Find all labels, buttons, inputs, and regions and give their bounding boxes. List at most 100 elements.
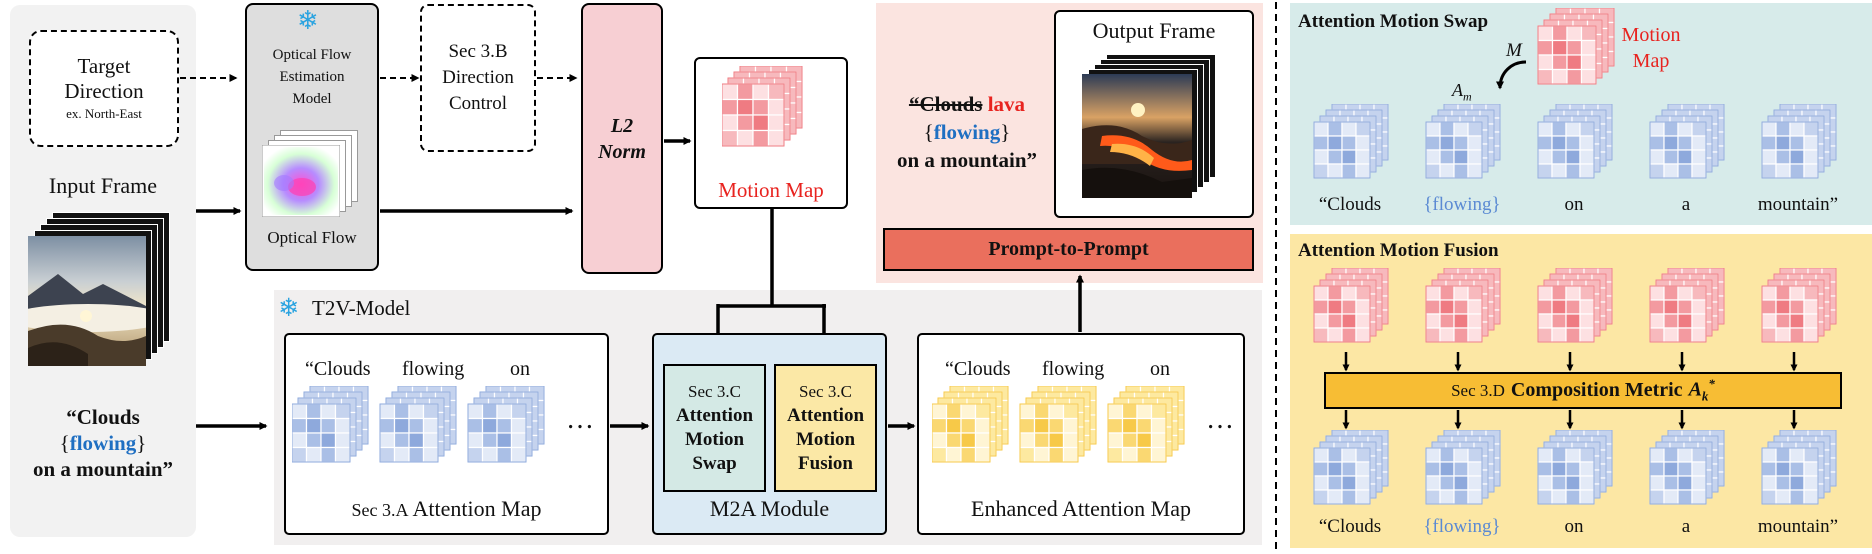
optical-flow-model-line2: Estimation (279, 69, 345, 85)
enhanced-map-grid-1 (1019, 386, 1097, 463)
m2a-swap-line1: Sec 3.C (688, 382, 741, 401)
fusion-motion-grid-1 (1425, 268, 1501, 343)
m2a-swap-line4: Swap (692, 453, 737, 474)
swap-m-symbol: M (1506, 40, 1522, 61)
enhanced-token-2: on (1150, 358, 1170, 380)
motion-map-grid (722, 66, 803, 147)
optical-flow-model-line1: Optical Flow (272, 47, 352, 63)
fusion-attention-grid-0 (1313, 430, 1389, 505)
optical-flow-image (262, 145, 340, 217)
swap-panel-title: Attention Motion Swap (1298, 11, 1489, 32)
input-frame-label: Input Frame (48, 173, 158, 198)
m2a-fusion-line3: Motion (795, 429, 856, 450)
direction-control-line1: Sec 3.B (448, 41, 508, 62)
swap-motion-map-line1: Motion (1621, 24, 1681, 46)
m2a-fusion-line1: Sec 3.C (799, 382, 852, 401)
swap-motion-map-line2: Map (1632, 50, 1670, 72)
m2a-label: M2A Module (709, 496, 830, 521)
output-prompt: “Clouds lava {flowing} on a mountain” (880, 90, 1054, 174)
direction-control-line3: Control (448, 93, 508, 114)
target-direction-line2: Direction (64, 78, 144, 103)
enhanced-ellipsis: … (1206, 404, 1234, 435)
input-frame-image (28, 236, 146, 366)
swap-attention-maps (1313, 104, 1837, 179)
input-frame-stack (28, 212, 178, 372)
fusion-token-0: “Clouds (1318, 516, 1382, 537)
swap-token-3: a (1681, 194, 1691, 215)
t2v-snowflake-icon: ❄ (278, 293, 299, 322)
target-direction-example: ex. North-East (66, 105, 142, 121)
composition-metric-label: Composition Metric (1510, 379, 1683, 401)
swap-attention-grid-0 (1313, 104, 1389, 179)
m2a-swap-box: Sec 3.C Attention Motion Swap (663, 364, 766, 492)
snowflake-icon: ❄ (297, 6, 319, 36)
motion-map-label: Motion Map (718, 178, 824, 202)
swap-motion-map-grid (1537, 8, 1615, 85)
l2-norm-box: L2 Norm (581, 3, 663, 274)
fusion-motion-grid-2 (1537, 268, 1613, 343)
swap-motion-map-icon (1537, 8, 1615, 85)
input-prompt-line3: on a mountain” (32, 457, 174, 481)
m2a-fusion-line4: Fusion (798, 453, 853, 474)
prompt-to-prompt-button[interactable]: Prompt-to-Prompt (883, 228, 1254, 271)
m2a-fusion-line2: Attention (786, 405, 865, 426)
direction-control-box: Sec 3.B Direction Control (420, 4, 536, 152)
enhanced-map-grid-2 (1107, 386, 1185, 463)
input-prompt-line2: {flowing} (0, 430, 206, 456)
attention-map-label: Sec 3.A Attention Map (284, 496, 609, 522)
l2-norm-line1: L2 (610, 114, 634, 137)
enhanced-token-1: flowing (1042, 358, 1105, 380)
output-frame-title: Output Frame (1092, 18, 1216, 43)
input-prompt-line1: “Clouds (66, 405, 140, 429)
attention-map-grid-0 (292, 386, 369, 463)
swap-attention-grid-4 (1761, 104, 1837, 179)
swap-attention-grid-2 (1537, 104, 1613, 179)
swap-am-sub: m (1463, 89, 1472, 104)
attention-map-text: Attention Map (412, 496, 542, 521)
optical-flow-label: Optical Flow (267, 228, 357, 247)
composition-metric-bar: Sec 3.D Composition Metric Ak* (1324, 372, 1842, 409)
attention-map-grid-1 (379, 386, 457, 463)
input-prompt-open-brace: { (59, 431, 70, 455)
swap-token-4: mountain” (1757, 194, 1839, 215)
output-prompt-line3: on a mountain” (896, 148, 1038, 172)
swap-token-0: “Clouds (1318, 194, 1382, 215)
fusion-attention-grid-3 (1649, 430, 1725, 505)
input-prompt-flowing: flowing (69, 431, 137, 455)
swap-token-2: on (1564, 194, 1584, 215)
attention-ellipsis: … (566, 404, 594, 435)
fusion-panel-title: Attention Motion Fusion (1298, 240, 1499, 261)
input-prompt-close-brace: } (136, 431, 147, 455)
output-prompt-line2: {flowing} (880, 118, 1054, 146)
attention-token-2: on (510, 358, 530, 380)
m2a-swap-line2: Attention (675, 405, 754, 426)
fusion-motion-maps (1313, 268, 1837, 343)
attention-maps (292, 386, 545, 463)
composition-metric-sec: Sec 3.D (1451, 380, 1505, 400)
curved-arrow-icon (1496, 60, 1527, 90)
fusion-motion-grid-3 (1649, 268, 1725, 343)
composition-metric-symbol-base: A (1688, 378, 1702, 401)
m2a-fusion-box: Sec 3.C Attention Motion Fusion (774, 364, 877, 492)
composition-metric-symbol-sub: k (1701, 388, 1709, 404)
output-prompt-open-brace: { (923, 120, 934, 144)
target-direction-box: Target Direction ex. North-East (29, 30, 179, 147)
m2a-swap-line3: Motion (684, 429, 745, 450)
fusion-token-1: {flowing} (1423, 516, 1501, 537)
motion-map-icon (722, 66, 803, 147)
fusion-attention-maps (1313, 430, 1837, 505)
swap-am-symbol: Am (1452, 80, 1472, 105)
l2-norm-line2: Norm (598, 140, 646, 163)
swap-attention-grid-1 (1425, 104, 1501, 179)
optical-flow-model-line3: Model (292, 91, 332, 107)
fusion-token-4: mountain” (1757, 516, 1839, 537)
enhanced-token-0: “Clouds (945, 358, 1011, 380)
target-direction-line1: Target (77, 53, 131, 78)
fusion-motion-grid-0 (1313, 268, 1389, 343)
enhanced-attention-maps (932, 386, 1185, 463)
attention-token-0: “Clouds (305, 358, 371, 380)
output-prompt-close-brace: } (1000, 120, 1011, 144)
direction-control-line2: Direction (442, 67, 514, 88)
input-prompt: “Clouds {flowing} on a mountain” (0, 404, 206, 482)
composition-metric-symbol: Ak* (1689, 376, 1715, 405)
